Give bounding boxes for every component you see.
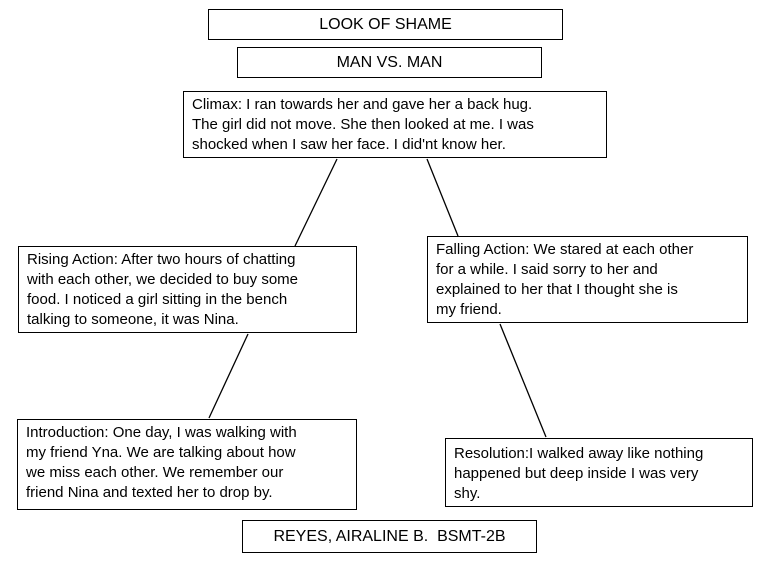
connector-climax-rising-action xyxy=(294,158,338,247)
connector-climax-falling-action xyxy=(426,158,459,237)
story-title-box: LOOK OF SHAME xyxy=(208,9,563,40)
introduction-box: Introduction: One day, I was walking wit… xyxy=(17,419,357,510)
connector-rising-action-introduction xyxy=(208,333,249,419)
connector-falling-action-resolution xyxy=(499,323,547,438)
author-name-box: REYES, AIRALINE B. BSMT-2B xyxy=(242,520,537,553)
rising-action-box: Rising Action: After two hours of chatti… xyxy=(18,246,357,333)
resolution-box: Resolution:I walked away like nothing ha… xyxy=(445,438,753,507)
conflict-type-box: MAN VS. MAN xyxy=(237,47,542,78)
falling-action-box: Falling Action: We stared at each other … xyxy=(427,236,748,323)
climax-box: Climax: I ran towards her and gave her a… xyxy=(183,91,607,158)
